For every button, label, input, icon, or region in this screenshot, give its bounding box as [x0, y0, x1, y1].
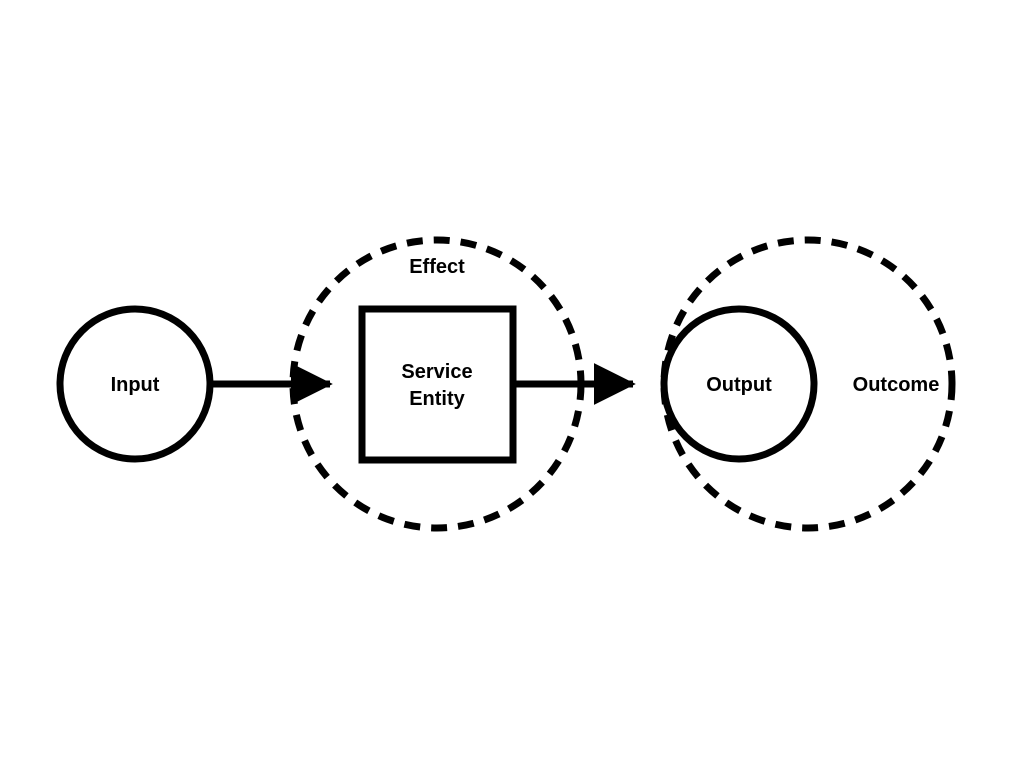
outcome-label: Outcome [853, 374, 940, 396]
service-entity-label-line1: Service [401, 361, 472, 383]
effect-label: Effect [409, 256, 465, 278]
output-label: Output [706, 374, 772, 396]
input-node [56, 305, 214, 463]
output-node [660, 305, 818, 463]
outcome-region [660, 236, 956, 532]
input-label: Input [111, 374, 160, 396]
service-entity-node [358, 305, 517, 464]
service-entity-label-line2: Entity [409, 388, 465, 410]
